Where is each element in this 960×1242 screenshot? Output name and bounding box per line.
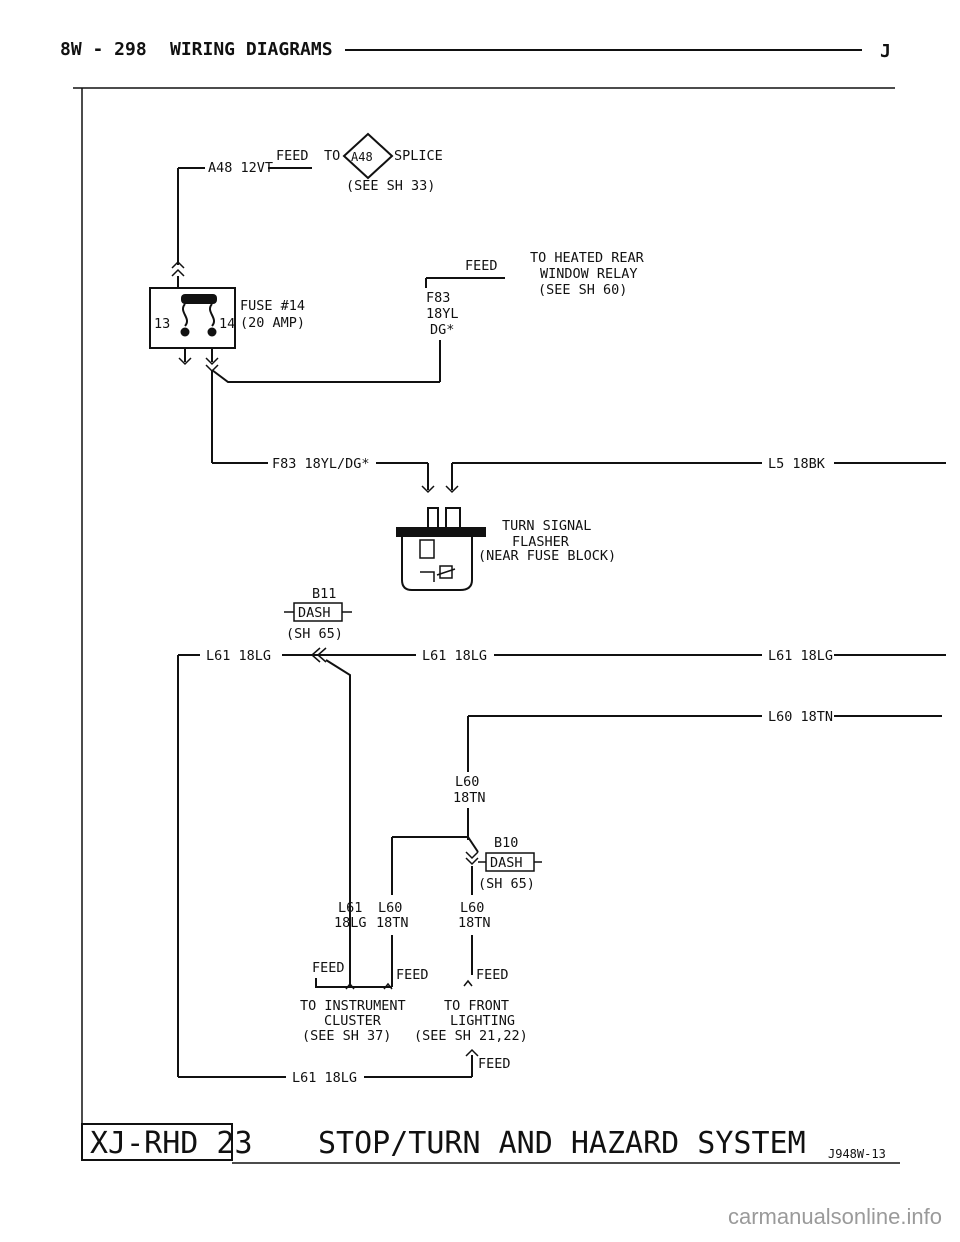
flasher-label-1: TURN SIGNAL <box>502 518 591 534</box>
dest-lighting-3: (SEE SH 21,22) <box>414 1028 528 1044</box>
f83-wire-3: DG* <box>430 322 454 338</box>
flasher-flange <box>396 527 486 537</box>
lower-l60-b: L60 <box>460 900 484 916</box>
heated-dest-3: (SEE SH 60) <box>538 282 627 298</box>
l60-branch <box>392 836 479 853</box>
b10-ref: (SH 65) <box>478 876 535 892</box>
dest-lighting-2: LIGHTING <box>450 1013 515 1029</box>
feed-a: FEED <box>312 960 345 976</box>
l60-vert-label-1: L60 <box>455 774 479 790</box>
fuse-rating: (20 AMP) <box>240 315 305 331</box>
heated-dest-2: WINDOW RELAY <box>540 266 638 282</box>
b10-name: DASH <box>490 855 523 871</box>
watermark: carmanualsonline.info <box>727 1204 942 1229</box>
f83-wire-1: F83 <box>426 290 450 306</box>
b11-name: DASH <box>298 605 331 621</box>
splice-diamond <box>342 132 394 180</box>
fuse-bus <box>181 294 217 304</box>
flasher-label-3: (NEAR FUSE BLOCK) <box>478 548 616 564</box>
fuse-terminal-14 <box>207 327 217 337</box>
fuse-pin-13: 13 <box>154 316 170 332</box>
f83-row-label: F83 18YL/DG* <box>272 456 370 472</box>
fuse-element <box>182 303 215 327</box>
dest-cluster-1: TO INSTRUMENT <box>300 998 406 1014</box>
lower-18lg: 18LG <box>334 915 367 931</box>
lower-18tn-b: 18TN <box>458 915 491 931</box>
l61-right-label: L61 18LG <box>768 648 833 664</box>
page-code: 8W - 298 <box>60 39 147 60</box>
f83-cross-wire <box>211 369 440 383</box>
lower-18tn-a: 18TN <box>376 915 409 931</box>
feed-d-arrow <box>465 1048 479 1057</box>
fuse-pin-14: 14 <box>219 316 235 332</box>
b11-ref: (SH 65) <box>286 626 343 642</box>
a48-wire-label: A48 12VT <box>208 160 273 176</box>
header-mark: J <box>880 41 891 62</box>
fuse-top-arrow <box>171 260 185 277</box>
l60-right-label: L60 18TN <box>768 709 833 725</box>
feed-c: FEED <box>476 967 509 983</box>
l61-down-wire <box>325 659 351 945</box>
fuse-terminal-13 <box>180 327 190 337</box>
feed-d: FEED <box>478 1056 511 1072</box>
feed-b: FEED <box>396 967 429 983</box>
footer-box-label: XJ-RHD 23 <box>90 1126 253 1161</box>
lower-l61: L61 <box>338 900 362 916</box>
a48-ref: (SEE SH 33) <box>346 178 435 194</box>
cluster-bracket <box>315 978 392 988</box>
dest-lighting-1: TO FRONT <box>444 998 509 1014</box>
footer-box <box>81 1123 233 1161</box>
flasher-label-2: FLASHER <box>512 534 570 550</box>
l61-mid-label: L61 18LG <box>422 648 487 664</box>
flasher-inner-a <box>419 539 435 559</box>
fuse-box <box>149 287 236 349</box>
footer-code: J948W-13 <box>828 1147 886 1161</box>
b10-id: B10 <box>494 835 518 851</box>
f83-wire-2: 18YL <box>426 306 459 322</box>
flasher-body <box>401 537 473 591</box>
splice-label: SPLICE <box>394 148 443 164</box>
b11-id: B11 <box>312 586 336 602</box>
a48-feed-label: FEED <box>276 148 309 164</box>
fuse-out-13-arrow <box>178 357 192 366</box>
splice-id: A48 <box>351 150 373 164</box>
flasher-inner-b <box>420 565 456 582</box>
page-title: WIRING DIAGRAMS <box>170 39 333 60</box>
lower-l60-a: L60 <box>378 900 402 916</box>
b11-connector-arrow <box>310 647 327 663</box>
feed-ticks <box>345 979 473 990</box>
flasher-arrows <box>421 485 459 494</box>
b10-arrow <box>465 851 479 866</box>
heated-dest-1: TO HEATED REAR <box>530 250 645 266</box>
dest-cluster-3: (SEE SH 37) <box>302 1028 391 1044</box>
l61-left-label: L61 18LG <box>206 648 271 664</box>
l5-label: L5 18BK <box>768 456 826 472</box>
dest-cluster-2: CLUSTER <box>324 1013 382 1029</box>
f83-feed-label: FEED <box>465 258 498 274</box>
fuse-label: FUSE #14 <box>240 298 305 314</box>
footer-system-title: STOP/TURN AND HAZARD SYSTEM <box>318 1126 806 1161</box>
l60-vert-label-2: 18TN <box>453 790 486 806</box>
a48-to-label: TO <box>324 148 340 164</box>
bottom-wire-label: L61 18LG <box>292 1070 357 1086</box>
